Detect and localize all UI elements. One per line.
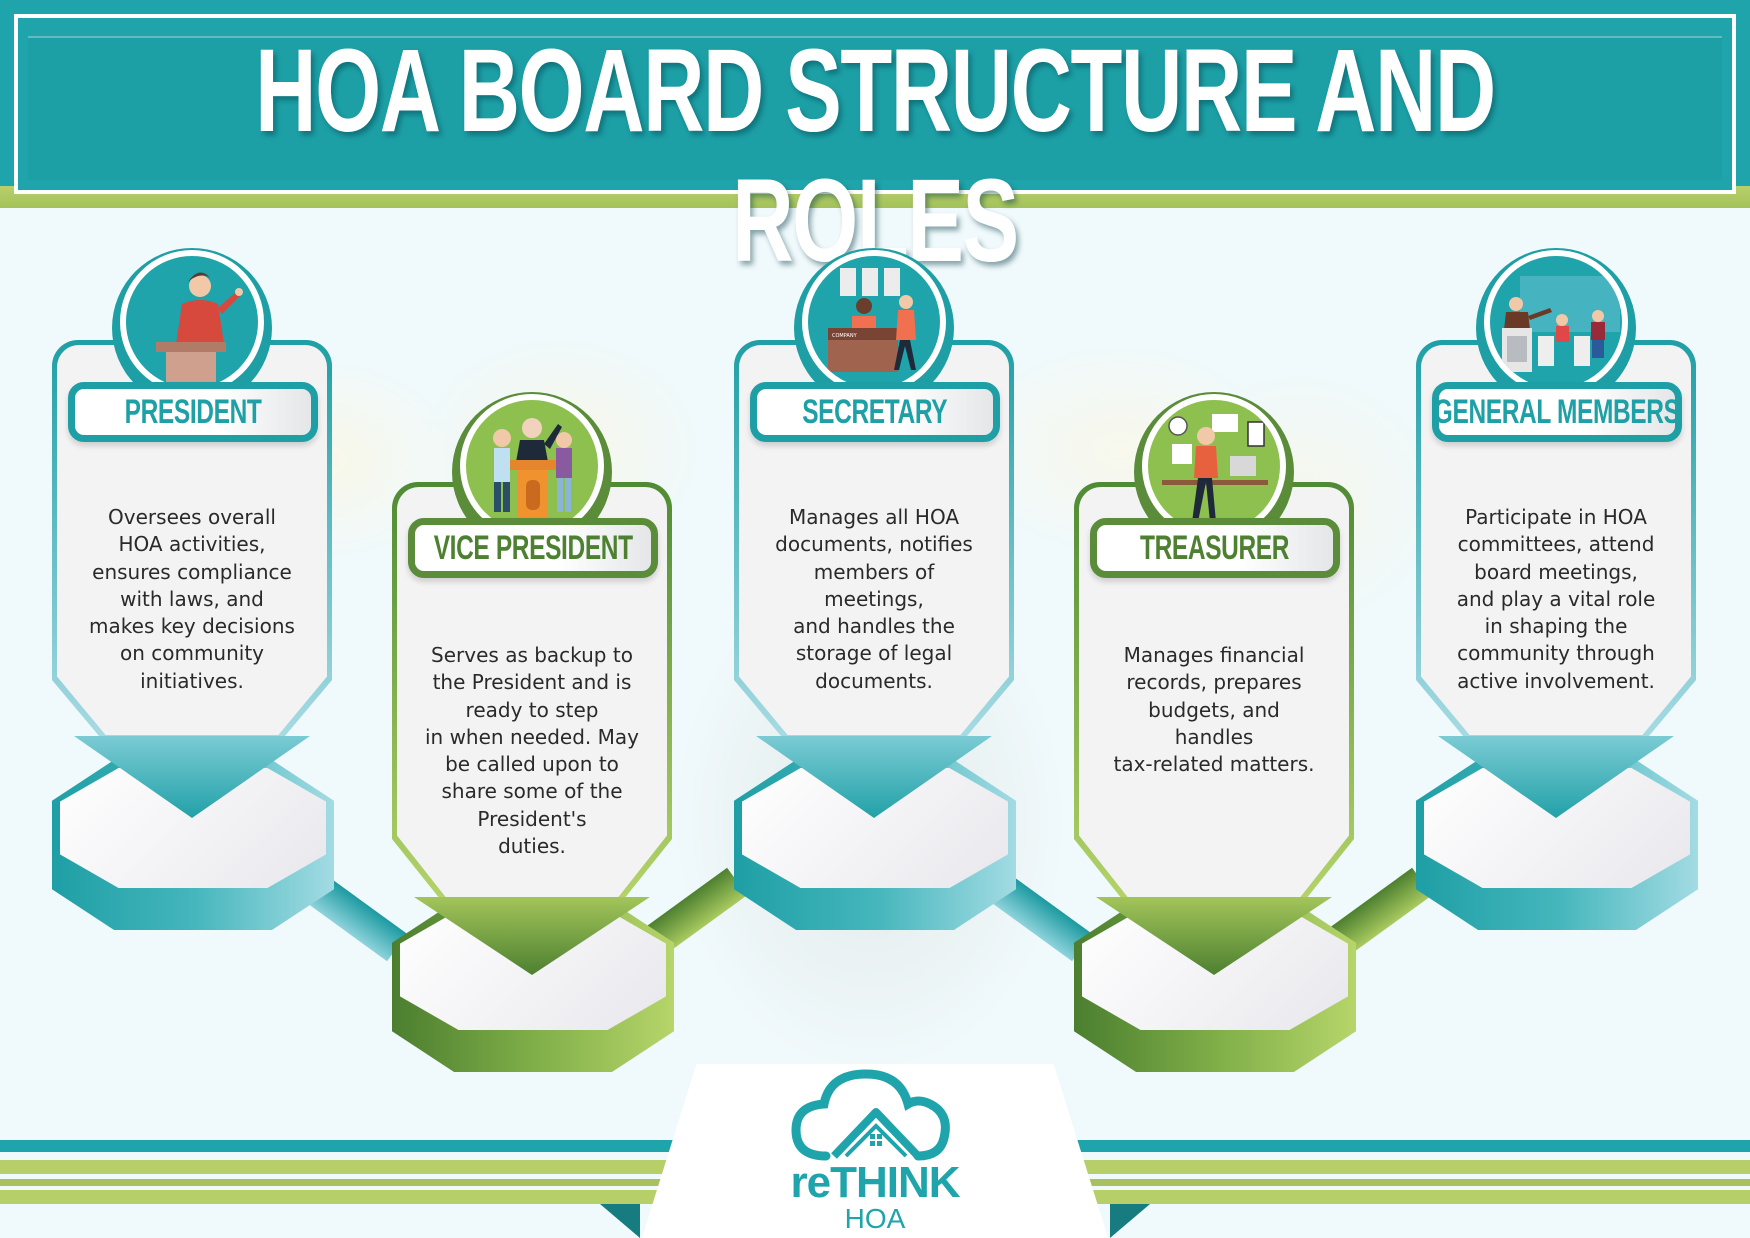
role-description: Serves as backup to the President and is…	[424, 643, 639, 859]
page-title: HOA BOARD STRUCTURE AND ROLES	[255, 25, 1496, 287]
role-card-secretary: COMPANY SECRETARY Manages all HOA docume…	[734, 248, 1014, 818]
role-title-badge: VICE PRESIDENT	[408, 518, 658, 578]
role-title-badge: SECRETARY	[750, 382, 1000, 442]
role-title: PRESIDENT	[124, 392, 262, 431]
role-title: VICE PRESIDENT	[433, 528, 633, 567]
header-banner: HOA BOARD STRUCTURE AND ROLES	[0, 0, 1750, 286]
group-at-podium-icon	[460, 394, 604, 538]
role-card-general-members: GENERAL MEMBERS Participate in HOA commi…	[1416, 248, 1696, 818]
role-card-vice-president: VICE PRESIDENT Serves as backup to the P…	[392, 392, 672, 975]
svg-text:COMPANY: COMPANY	[832, 333, 858, 339]
reception-desk-icon: COMPANY	[802, 250, 946, 394]
role-title-badge: TREASURER	[1090, 518, 1340, 578]
cloud-house-logo-icon	[791, 1069, 950, 1161]
role-title-badge: GENERAL MEMBERS	[1432, 382, 1682, 442]
role-description: Manages all HOA documents, notifies memb…	[775, 505, 973, 693]
logo-plate	[640, 1064, 1110, 1238]
logo-subtitle: HOA	[844, 1203, 906, 1234]
man-at-desk-icon	[1142, 394, 1286, 538]
role-title-badge: PRESIDENT	[68, 382, 318, 442]
role-card-president: PRESIDENT Oversees overall HOA activitie…	[52, 248, 332, 818]
woman-at-podium-icon	[120, 250, 264, 394]
pedestal-general-members	[1416, 760, 1698, 930]
panel-meeting-icon	[1484, 250, 1628, 394]
header-frame	[14, 14, 1736, 194]
role-title: TREASURER	[1140, 528, 1290, 567]
role-title: SECRETARY	[802, 392, 948, 431]
pedestal-vice-president	[392, 902, 674, 1072]
role-title: GENERAL MEMBERS	[1434, 392, 1680, 431]
role-description: Manages financial records, prepares budg…	[1113, 643, 1315, 777]
role-description: Participate in HOA committees, attend bo…	[1456, 505, 1656, 693]
logo-name: reTHINK	[790, 1158, 960, 1207]
role-card-treasurer: TREASURER Manages financial records, pre…	[1074, 392, 1354, 975]
role-description: Oversees overall HOA activities, ensures…	[89, 505, 295, 693]
